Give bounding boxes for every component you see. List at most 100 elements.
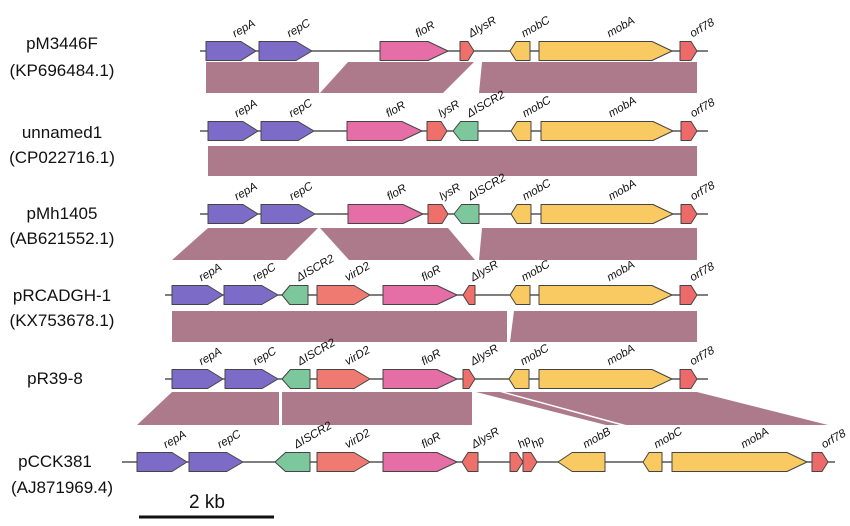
gene-label: floR [420, 430, 444, 451]
plasmid-name: pM3446F [26, 34, 98, 53]
gene-repc-arrow [260, 204, 316, 224]
gene-label: mobC [520, 14, 553, 40]
plasmid-accession: (AB621552.1) [10, 229, 115, 248]
gene-label: virD2 [343, 427, 373, 451]
gene-label: mobA [605, 259, 637, 285]
plasmid-name: pCCK381 [18, 452, 92, 471]
gene-repa-arrow [136, 452, 188, 472]
gene-label: mobC [519, 342, 552, 368]
gene-repa-arrow [171, 369, 224, 389]
gene-flor-arrow [382, 285, 458, 305]
gene-lysr-arrow [427, 204, 449, 224]
gene-label: repA [231, 17, 258, 40]
plasmid-name: pR39-8 [27, 369, 83, 388]
gene-flor-arrow [382, 452, 458, 472]
gene-label: orf78 [689, 96, 718, 120]
gene-label: orf78 [689, 179, 718, 203]
gene-label: repC [288, 180, 316, 203]
gene-mobc-arrow [510, 204, 532, 224]
gene-label: mobA [739, 426, 771, 452]
plasmid-name: pRCADGH-1 [13, 286, 111, 305]
gene-vird2-arrow [316, 369, 371, 389]
gene-label: ΔlysR [468, 343, 501, 369]
gene-label: repC [287, 97, 315, 120]
gene-label: repA [233, 180, 260, 203]
gene-delta-lysr-arrow [459, 41, 475, 61]
gene-delta-iscr2-arrow [281, 369, 311, 389]
gene-mobc-arrow [642, 452, 663, 472]
gene-delta-iscr2-arrow [281, 285, 309, 305]
gene-moba-arrow [671, 452, 808, 472]
gene-label: repC [216, 428, 244, 451]
gene-label: mobA [605, 343, 637, 369]
homology-band-5 [172, 228, 318, 260]
gene-label: repA [197, 345, 224, 368]
gene-mobc-arrow [508, 369, 530, 389]
gene-label: orf78 [688, 16, 717, 40]
gene-label: floR [384, 99, 408, 120]
gene-mobc-arrow [509, 285, 531, 305]
gene-label: mobA [607, 95, 639, 121]
gene-repa-arrow [171, 285, 224, 305]
gene-hp-arrow [522, 452, 538, 472]
gene-label: mobC [520, 258, 553, 284]
gene-moba-arrow [538, 285, 673, 305]
gene-label: ΔlysR [466, 15, 499, 41]
gene-delta-lysr-arrow [462, 369, 476, 389]
gene-delta-iscr2-arrow [453, 204, 480, 224]
gene-mobb-arrow [557, 452, 606, 472]
gene-label: virD2 [343, 260, 373, 284]
gene-repc-arrow [224, 369, 279, 389]
gene-label: mobB [581, 426, 613, 452]
gene-orf78-arrow [679, 285, 698, 305]
plasmid-name: pMh1405 [27, 204, 98, 223]
gene-label: ΔlysR [468, 259, 501, 285]
gene-lysr-arrow [426, 121, 448, 141]
gene-label: floR [414, 19, 438, 40]
homology-band-8 [172, 311, 507, 342]
gene-flor-arrow [379, 41, 449, 61]
gene-label: repA [233, 97, 260, 120]
gene-delta-lysr-arrow [461, 452, 479, 472]
gene-mobc-arrow [510, 121, 532, 141]
homology-band-11 [282, 392, 472, 425]
gene-label: mobC [521, 177, 554, 203]
gene-label: repC [285, 17, 313, 40]
gene-orf78-arrow [679, 369, 698, 389]
gene-repc-arrow [188, 452, 244, 472]
homology-band-3 [479, 62, 697, 93]
gene-label: mobA [607, 178, 639, 204]
gene-vird2-arrow [316, 452, 371, 472]
plasmid-name: unnamed1 [22, 123, 102, 142]
gene-moba-arrow [538, 41, 673, 61]
gene-flor-arrow [347, 204, 424, 224]
plasmid-accession: (AJ871969.4) [11, 478, 113, 497]
gene-label: hp [530, 434, 548, 451]
gene-flor-arrow [346, 121, 423, 141]
gene-label: mobA [605, 15, 637, 41]
gene-orf78-arrow [811, 452, 829, 472]
gene-label: ΔISCR2 [465, 172, 508, 204]
gene-label: virD2 [343, 344, 373, 368]
homology-band-10 [137, 392, 279, 425]
gene-label: mobC [521, 94, 554, 120]
gene-hp-arrow [509, 452, 524, 472]
gene-label: repA [197, 261, 224, 284]
homology-band-12 [476, 392, 620, 425]
homology-band-2 [320, 62, 474, 93]
homology-bands [137, 62, 828, 425]
gene-mobc-arrow [509, 41, 531, 61]
gene-label: ΔISCR2 [294, 253, 337, 285]
gene-moba-arrow [540, 204, 674, 224]
homology-band-9 [510, 311, 697, 342]
gene-orf78-arrow [680, 204, 698, 224]
gene-moba-arrow [538, 369, 673, 389]
gene-label: orf78 [688, 344, 717, 368]
gene-label: repC [251, 261, 279, 284]
gene-moba-arrow [540, 121, 674, 141]
scale-bar-label: 2 kb [189, 492, 225, 513]
